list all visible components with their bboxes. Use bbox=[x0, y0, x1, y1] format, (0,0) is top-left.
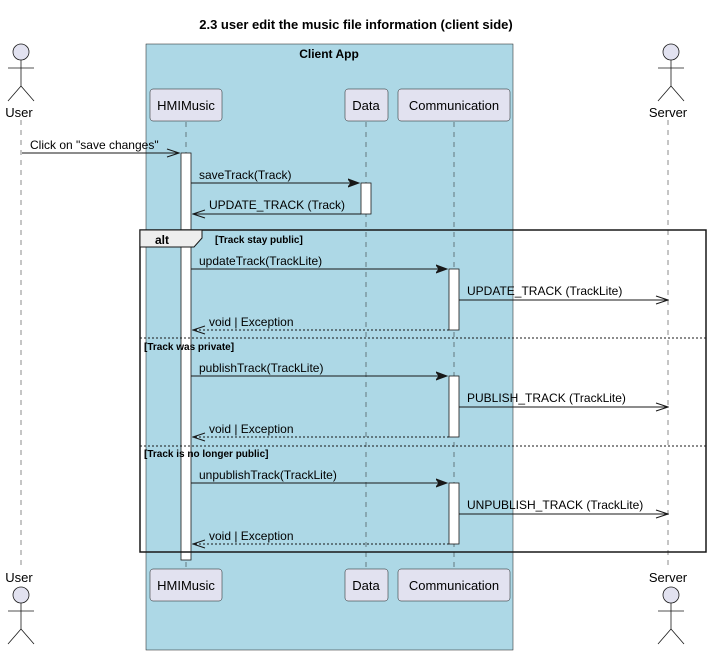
client-app-box bbox=[145, 43, 514, 651]
alt-guard-3: [Track is no longer public] bbox=[144, 449, 268, 460]
message-update-track-server: UPDATE_TRACK (TrackLite) bbox=[459, 284, 668, 300]
participant-comm-top: Communication bbox=[397, 88, 511, 122]
alt-guard-1: [Track stay public] bbox=[215, 235, 303, 246]
message-label: publishTrack(TrackLite) bbox=[199, 361, 323, 375]
message-label: PUBLISH_TRACK (TrackLite) bbox=[467, 391, 626, 405]
participant-hmi-bottom: HMIMusic bbox=[149, 568, 223, 602]
participant-label-server: Server bbox=[649, 570, 688, 585]
client-app-box-title: Client App bbox=[299, 47, 359, 61]
message-click-save: Click on "save changes" bbox=[22, 138, 179, 153]
participant-label-user: User bbox=[5, 105, 33, 120]
hmi-activation bbox=[180, 152, 192, 561]
message-label: void | Exception bbox=[209, 315, 294, 329]
message-update-track-reply: UPDATE_TRACK (Track) bbox=[193, 198, 361, 214]
actor-icon bbox=[7, 43, 35, 102]
participant-label-comm: Communication bbox=[409, 98, 499, 113]
message-label: Click on "save changes" bbox=[30, 138, 159, 152]
participant-data-bottom: Data bbox=[344, 568, 389, 602]
message-label: UPDATE_TRACK (TrackLite) bbox=[467, 284, 622, 298]
message-reply-2: void | Exception bbox=[193, 422, 449, 437]
message-label: void | Exception bbox=[209, 422, 294, 436]
server-actor-bottom: Server bbox=[649, 570, 688, 645]
alt-fragment: alt [Track stay public] [Track was priva… bbox=[139, 229, 707, 553]
participant-label-comm: Communication bbox=[409, 578, 499, 593]
message-reply-1: void | Exception bbox=[193, 315, 449, 330]
message-unpublish-track-server: UNPUBLISH_TRACK (TrackLite) bbox=[459, 498, 668, 514]
actor-icon bbox=[657, 43, 685, 102]
comm-activation-1 bbox=[448, 268, 460, 331]
diagram-title: 2.3 user edit the music file information… bbox=[199, 17, 513, 32]
message-label: void | Exception bbox=[209, 529, 294, 543]
participant-label-hmi: HMIMusic bbox=[157, 578, 215, 593]
participant-hmi-top: HMIMusic bbox=[149, 88, 223, 122]
message-label: updateTrack(TrackLite) bbox=[199, 254, 322, 268]
data-activation bbox=[360, 182, 372, 215]
participant-label-user: User bbox=[5, 570, 33, 585]
participant-label-server: Server bbox=[649, 105, 688, 120]
actor-icon bbox=[7, 586, 35, 645]
message-unpublish-track: unpublishTrack(TrackLite) bbox=[191, 468, 447, 483]
participant-data-top: Data bbox=[344, 88, 389, 122]
user-actor-bottom: User bbox=[5, 570, 35, 645]
message-label: saveTrack(Track) bbox=[199, 168, 291, 182]
message-label: UNPUBLISH_TRACK (TrackLite) bbox=[467, 498, 643, 512]
message-label: UPDATE_TRACK (Track) bbox=[209, 198, 345, 212]
participant-label-data: Data bbox=[352, 578, 380, 593]
actor-icon bbox=[657, 586, 685, 645]
participant-comm-bottom: Communication bbox=[397, 568, 511, 602]
message-label: unpublishTrack(TrackLite) bbox=[199, 468, 337, 482]
user-actor-top: User bbox=[5, 43, 35, 120]
participant-label-hmi: HMIMusic bbox=[157, 98, 215, 113]
message-publish-track: publishTrack(TrackLite) bbox=[191, 361, 447, 376]
alt-guard-2: [Track was private] bbox=[144, 342, 234, 353]
alt-operator-label: alt bbox=[155, 233, 169, 247]
message-save-track: saveTrack(Track) bbox=[191, 168, 359, 183]
server-actor-top: Server bbox=[649, 43, 688, 120]
message-update-track-lite: updateTrack(TrackLite) bbox=[191, 254, 447, 269]
message-publish-track-server: PUBLISH_TRACK (TrackLite) bbox=[459, 391, 668, 407]
message-reply-3: void | Exception bbox=[193, 529, 449, 544]
comm-activation-3 bbox=[448, 482, 460, 545]
comm-activation-2 bbox=[448, 375, 460, 438]
participant-label-data: Data bbox=[352, 98, 380, 113]
